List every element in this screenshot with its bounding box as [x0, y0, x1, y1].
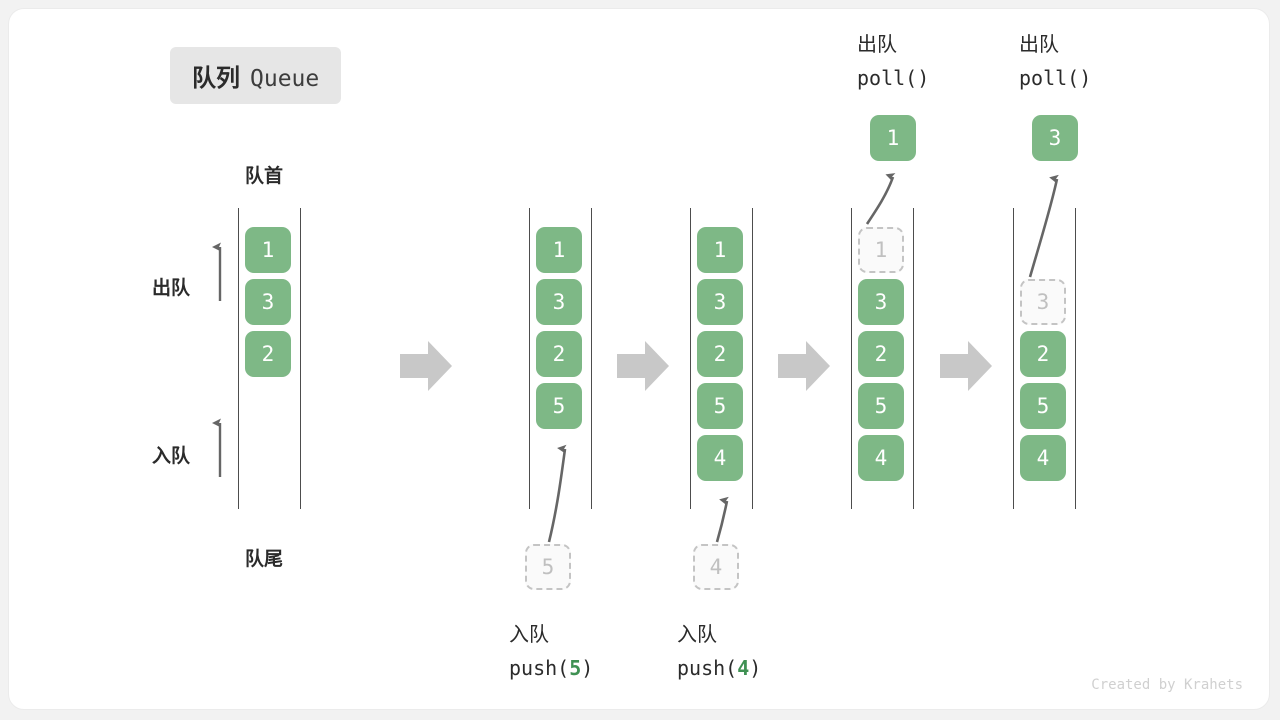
queue-cell: 2 [536, 331, 582, 377]
queue-cell: 1 [245, 227, 291, 273]
caption-line-2: push(5) [509, 656, 594, 680]
rail-right-stage-2 [591, 208, 592, 509]
rail-right-stage-1 [300, 208, 301, 509]
queue-tail-label: 队尾 [245, 548, 284, 570]
outgoing-element: 3 [1032, 115, 1078, 161]
rail-left-stage-3 [690, 208, 691, 509]
caption-line-1: 入队 [509, 622, 549, 646]
outgoing-element: 1 [870, 115, 916, 161]
rail-left-stage-1 [238, 208, 239, 509]
queue-cell: 5 [536, 383, 582, 429]
queue-cell: 3 [858, 279, 904, 325]
caption-line-1: 入队 [677, 622, 717, 646]
push-4-arrow [715, 496, 729, 543]
stage-caption-poll-1: 出队 poll() [857, 27, 929, 95]
queue-cell: 4 [1020, 435, 1066, 481]
push-5-arrow [547, 444, 567, 543]
caption-line-1: 出队 [857, 32, 897, 56]
enqueue-direction-label: 入队 [152, 445, 191, 467]
queue-cell: 2 [245, 331, 291, 377]
diagram-canvas: 队列 Queue 队首 队尾 出队 入队 1 3 2 1 3 2 5 5 入队 … [9, 9, 1271, 711]
rail-right-stage-3 [752, 208, 753, 509]
queue-cell: 5 [1020, 383, 1066, 429]
queue-cell: 5 [697, 383, 743, 429]
rail-left-stage-4 [851, 208, 852, 509]
title-cn: 队列 [192, 64, 240, 92]
queue-cell: 4 [858, 435, 904, 481]
rail-left-stage-5 [1013, 208, 1014, 509]
diagram-card: 队列 Queue 队首 队尾 出队 入队 1 3 2 1 3 2 5 5 入队 … [8, 8, 1270, 710]
queue-cell: 4 [697, 435, 743, 481]
stage-caption-push-5: 入队 push(5) [509, 617, 593, 685]
caption-line-1: 出队 [1019, 32, 1059, 56]
queue-cell: 3 [245, 279, 291, 325]
arrows-overlay [212, 173, 1059, 543]
dequeue-direction-label: 出队 [152, 277, 191, 299]
step-arrow-1 [400, 341, 452, 391]
stage-caption-poll-3: 出队 poll() [1019, 27, 1091, 95]
stage-caption-push-4: 入队 push(4) [677, 617, 761, 685]
caption-line-2: poll() [1019, 66, 1092, 90]
poll-3-arrow [1028, 174, 1059, 278]
queue-cell-removed: 1 [858, 227, 904, 273]
incoming-element: 4 [693, 544, 739, 590]
caption-line-2: push(4) [677, 656, 762, 680]
poll-1-arrow [865, 173, 896, 225]
rail-right-stage-4 [913, 208, 914, 509]
queue-cell: 1 [536, 227, 582, 273]
title-en: Queue [250, 66, 320, 92]
step-arrow-2 [617, 341, 669, 391]
incoming-element: 5 [525, 544, 571, 590]
credit-text: Created by Krahets [1091, 677, 1243, 693]
queue-cell: 1 [697, 227, 743, 273]
rail-left-stage-2 [529, 208, 530, 509]
queue-cell: 3 [697, 279, 743, 325]
queue-cell: 2 [1020, 331, 1066, 377]
queue-cell: 3 [536, 279, 582, 325]
queue-cell: 2 [697, 331, 743, 377]
diagram-title-badge: 队列 Queue [170, 47, 342, 104]
queue-cell: 5 [858, 383, 904, 429]
queue-cell: 2 [858, 331, 904, 377]
step-arrow-4 [940, 341, 992, 391]
queue-head-label: 队首 [245, 165, 284, 187]
queue-cell-removed: 3 [1020, 279, 1066, 325]
rail-right-stage-5 [1075, 208, 1076, 509]
caption-line-2: poll() [857, 66, 930, 90]
step-arrow-3 [778, 341, 830, 391]
